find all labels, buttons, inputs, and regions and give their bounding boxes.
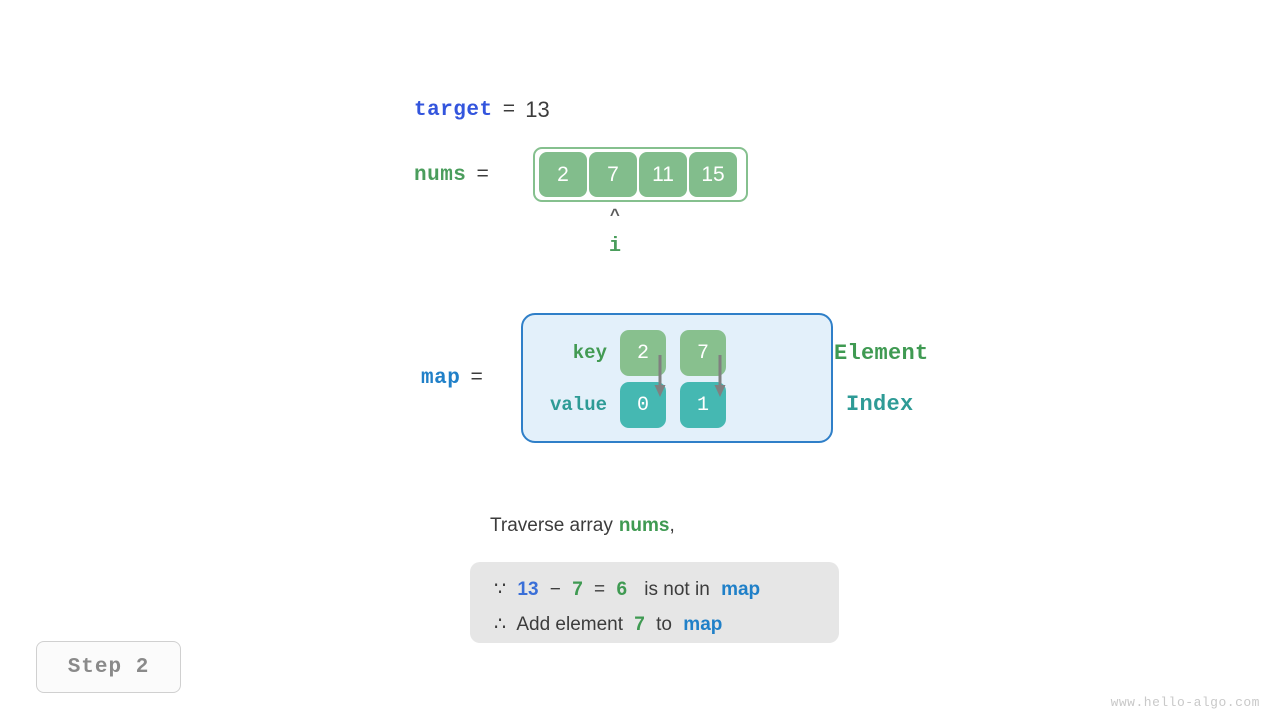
map-key-cell: 7 <box>680 330 726 376</box>
therefore-symbol-icon: ∴ <box>494 614 507 635</box>
index-pointer-label: i <box>608 235 621 258</box>
legend-index-label: Index <box>846 392 914 417</box>
line1-remainder-value: 6 <box>616 579 628 600</box>
map-value-row: value 0 1 <box>523 381 740 429</box>
line1-tail-text: is not in <box>644 579 710 600</box>
map-variable-row: map = <box>421 362 493 394</box>
traverse-prefix-text: Traverse array <box>490 515 613 536</box>
target-variable-name: target <box>414 98 493 122</box>
line2-prefix-text: Add element <box>516 614 624 635</box>
line2-middle-text: to <box>656 614 673 635</box>
line1-equals-operator: = <box>594 579 606 600</box>
index-pointer-caret-icon: ^ <box>609 207 621 226</box>
explanation-info-box: ∵ 13 − 7 = 6 is not in map ∴ Add element… <box>470 562 839 643</box>
map-value-row-label: value <box>549 394 607 416</box>
target-value: 13 <box>525 97 550 122</box>
line1-target-value: 13 <box>517 579 539 600</box>
line1-current-value: 7 <box>572 579 583 600</box>
map-key-cell: 2 <box>620 330 666 376</box>
step-badge: Step 2 <box>36 641 181 693</box>
line1-map-keyword: map <box>721 579 761 600</box>
array-cell: 2 <box>539 152 587 197</box>
map-value-cell: 1 <box>680 382 726 428</box>
step-badge-label: Step 2 <box>67 655 150 679</box>
map-key-row: key 2 7 <box>523 329 740 377</box>
traverse-nums-keyword: nums <box>618 515 670 536</box>
nums-variable-name: nums <box>414 163 467 187</box>
target-equals-sign: = <box>502 98 516 122</box>
array-cell: 7 <box>589 152 637 197</box>
line2-element-value: 7 <box>634 614 645 635</box>
because-symbol-icon: ∵ <box>494 579 507 600</box>
explanation-line-2: ∴ Add element 7 to map <box>494 607 839 642</box>
target-variable-row: target = 13 <box>414 94 550 126</box>
map-container: key 2 7 value 0 1 <box>521 313 833 443</box>
nums-variable-row: nums = <box>414 159 499 191</box>
nums-equals-sign: = <box>476 163 490 187</box>
line2-map-keyword: map <box>683 614 723 635</box>
site-watermark: www.hello-algo.com <box>1110 695 1260 710</box>
array-cell: 15 <box>689 152 737 197</box>
explanation-line-1: ∵ 13 − 7 = 6 is not in map <box>494 572 839 607</box>
legend-element-label: Element <box>834 341 929 366</box>
map-variable-name: map <box>421 366 461 390</box>
map-value-cell: 0 <box>620 382 666 428</box>
line1-minus-operator: − <box>549 579 561 600</box>
map-key-row-label: key <box>572 342 607 364</box>
map-equals-sign: = <box>470 366 483 390</box>
nums-array-container: 2 7 11 15 <box>533 147 748 202</box>
array-cell: 11 <box>639 152 687 197</box>
traverse-suffix-text: , <box>669 515 675 536</box>
